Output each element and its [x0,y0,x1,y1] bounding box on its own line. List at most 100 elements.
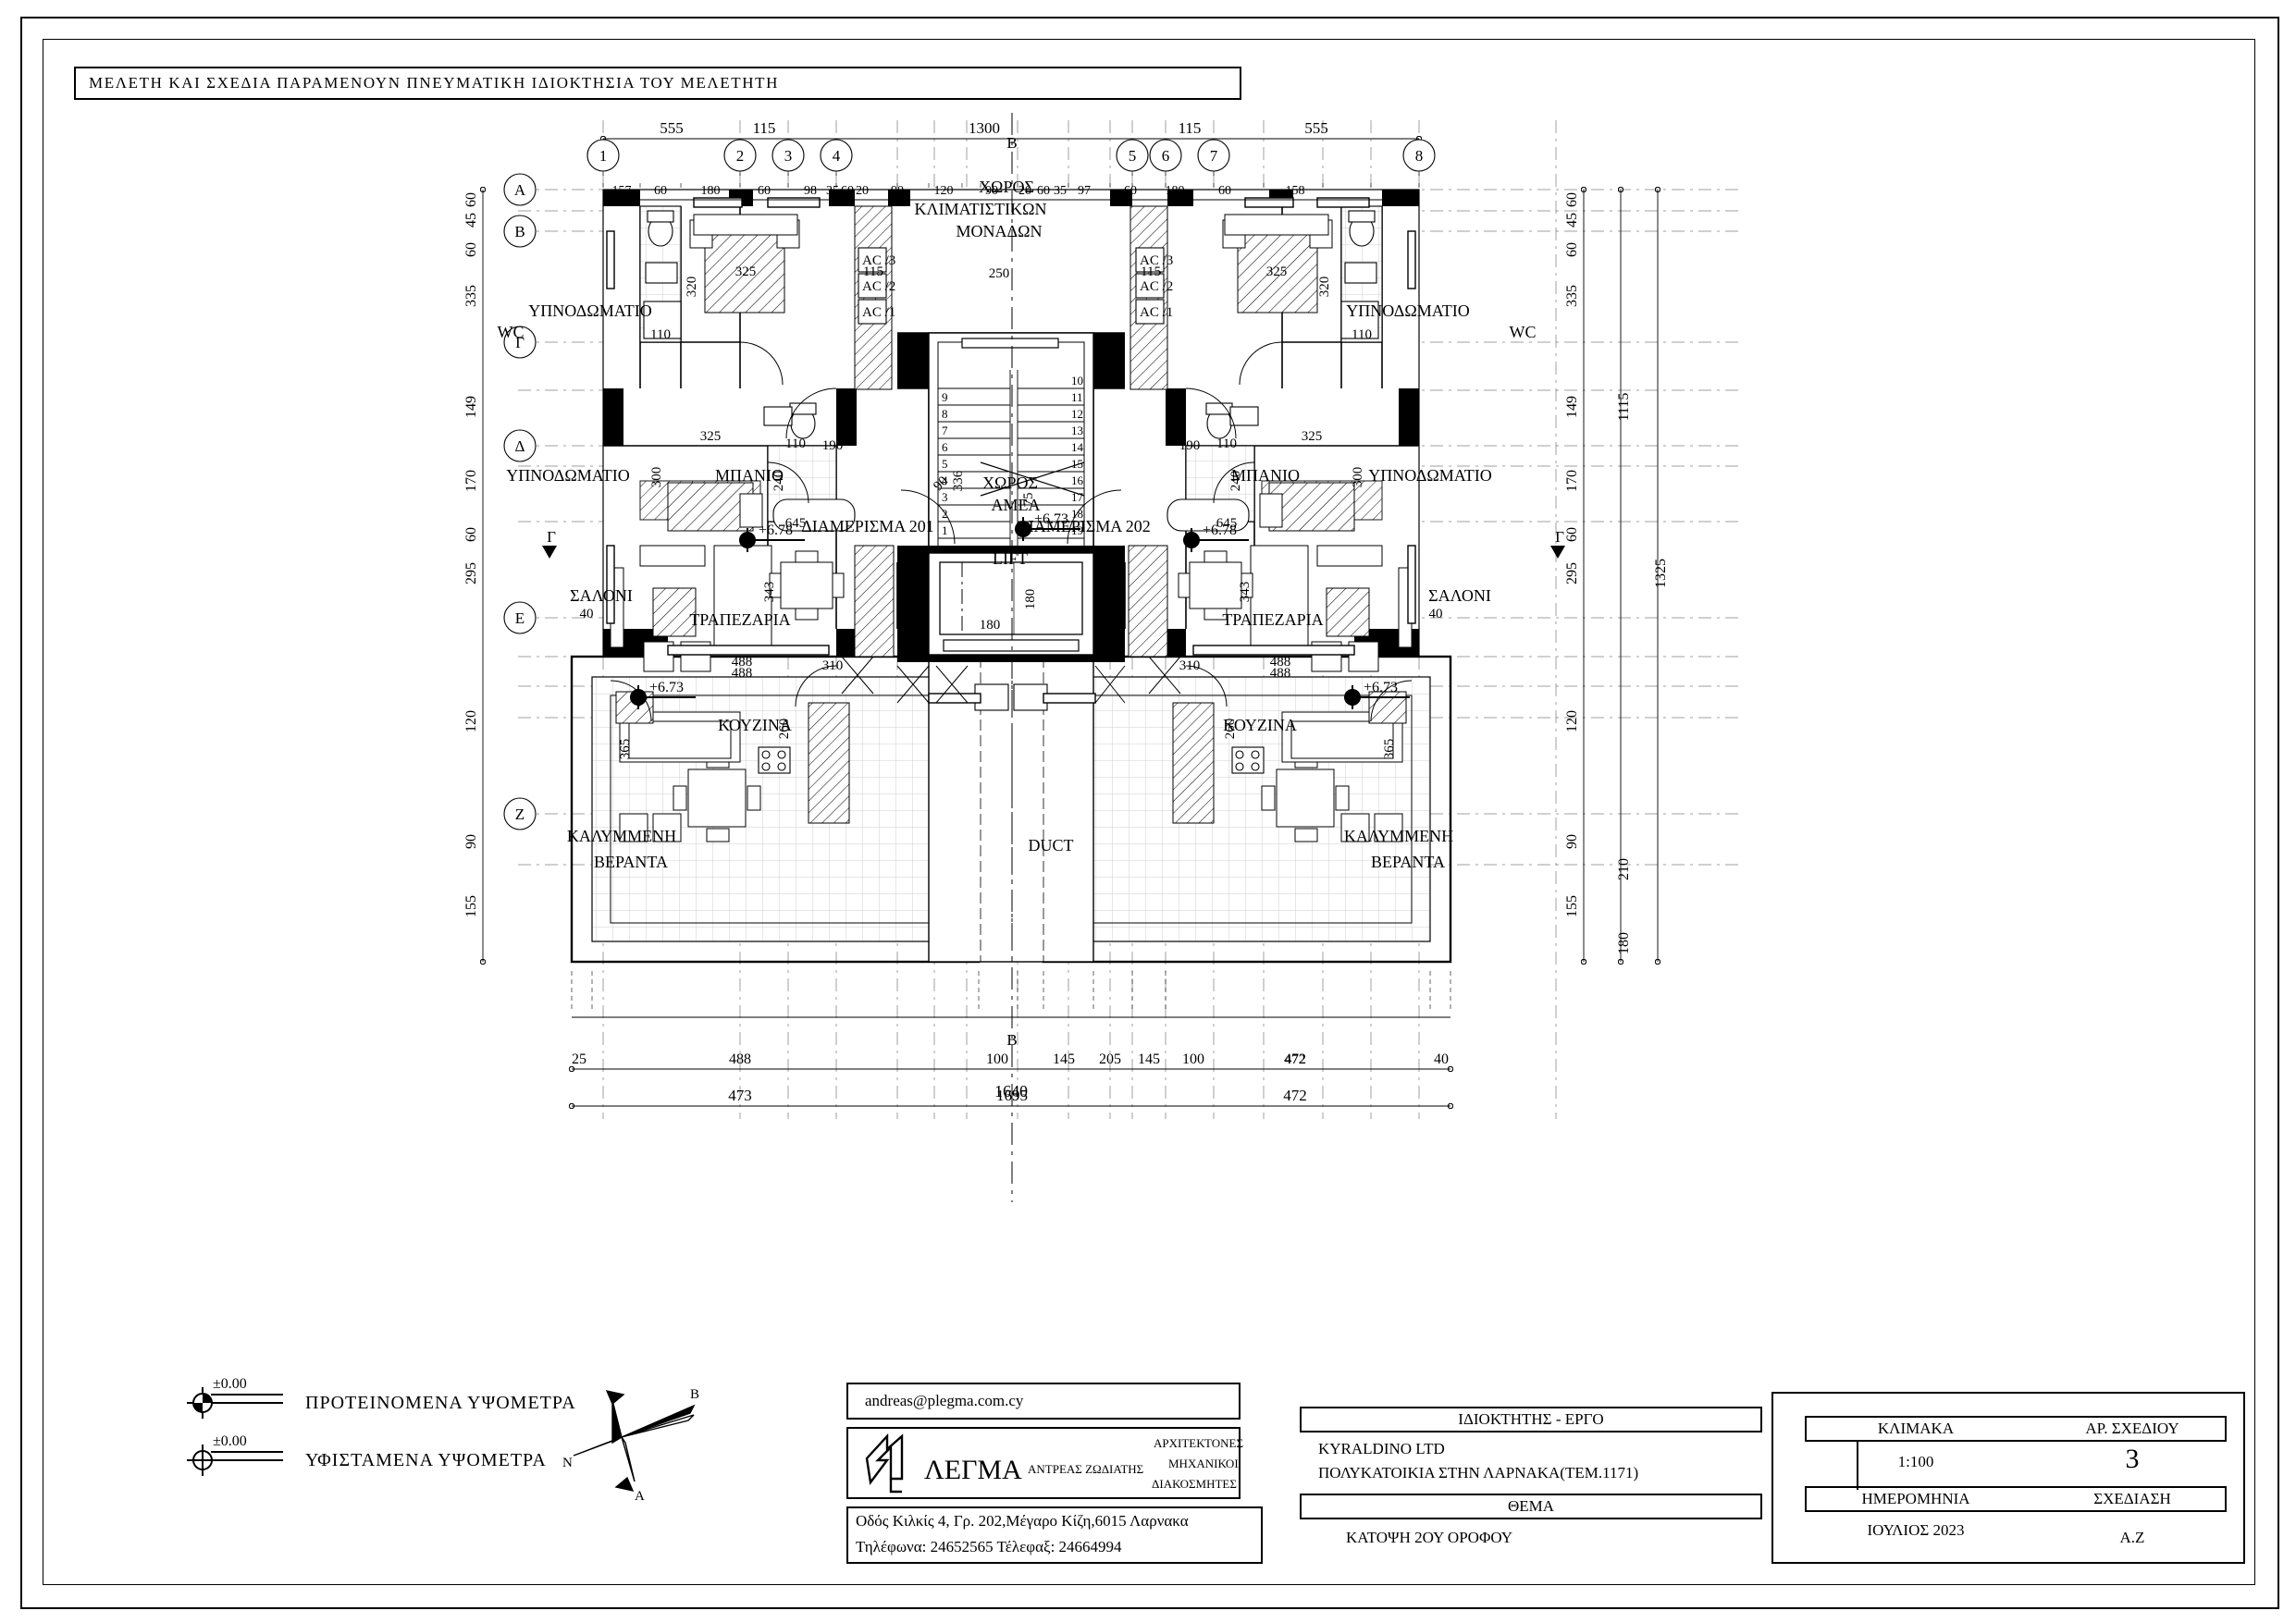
dimension-text: 325 [700,429,722,444]
room-label: ΣΑΛΟΝΙ [570,586,633,605]
stair-number: 19 [1071,523,1083,537]
room-label: ΧΩΡΟΣ [979,178,1034,196]
dimension-text: 40 [1429,607,1443,621]
dimension-text: 1115 [1616,393,1632,422]
stair-number: 2 [942,507,948,521]
dimension-text: 60 [1564,192,1580,207]
dimension-text: 488 [729,1051,751,1067]
drawn-header-text: ΣΧΕΔΙΑΣΗ [2093,1490,2171,1507]
dimension-text: 325 [1302,429,1323,444]
owner-header-box [1300,1407,1762,1432]
email-box [846,1383,1241,1420]
copyright-notice-box: ΜΕΛΕΤΗ ΚΑΙ ΣΧΕΔΙΑ ΠΑΡΑΜΕΝΟΥΝ ΠΝΕΥΜΑΤΙΚΗ … [74,67,1241,100]
subject-header-text: ΘΕΜΑ [1507,1497,1555,1515]
stair-number: 7 [942,424,948,437]
stair-number: 6 [942,440,948,454]
dimension-text: 180 [1023,589,1038,610]
ac-tag: AC /1 [862,305,895,320]
dimension-text: 1695 [996,1087,1028,1104]
sheet-frame-outer [20,17,2279,1609]
dimension-text: 90 [463,834,479,849]
firm-person-text: ΑΝΤΡΕΑΣ ΖΩΔΙΑΤΗΣ [1028,1462,1144,1476]
legend-label-existing: ΥΦΙΣΤΑΜΕΝΑ ΥΨΟΜΕΤΡΑ [305,1449,547,1470]
date-value-text: ΙΟΥΛΙΟΣ 2023 [1867,1521,1965,1539]
stair-number: 15 [1071,457,1083,471]
dimension-text: 295 [1564,562,1580,584]
dimension-text: 488 [732,666,753,681]
dimension-text: 60 [841,184,854,198]
legend-label-proposed: ΠΡΟΤΕΙΝΟΜΕΝΑ ΥΨΟΜΕΤΡΑ [305,1392,576,1413]
svg-text:B: B [514,223,525,240]
dimension-text: 1300 [969,119,1000,137]
dimension-text: 343 [762,582,777,603]
svg-text:Γ: Γ [547,528,556,546]
dimension-text: 488 [1270,655,1291,670]
room-label: ΜΠΑΝΙΟ [715,466,784,485]
dimension-text: 110 [785,436,806,451]
dimension-text: 473 [728,1087,752,1104]
dimension-text: 325 [1266,264,1288,279]
subject-value-text: ΚΑΤΟΨΗ 2ΟΥ ΟΡΟΦΟΥ [1346,1529,1513,1546]
room-label: ΒΕΡΑΝΤΑ [594,853,668,871]
room-label: DUCT [1029,836,1074,855]
ac-tag: AC /2 [1140,279,1173,294]
dimension-text: 240 [772,471,786,492]
dimension-text: 336 [951,470,966,491]
dimension-text: 60 [1564,242,1580,257]
scale-value-text: 1:100 [1897,1453,1934,1470]
stair-number: 16 [1071,473,1084,487]
sheet-frame-inner [43,39,2255,1585]
dimension-text: 488 [1270,666,1291,681]
dimension-text: 100 [986,1051,1008,1067]
svg-text:Γ: Γ [515,334,525,351]
stair-number: 9 [942,390,948,404]
address-text: Οδός Κιλκίς 4, Γρ. 202,Μέγαρο Κίζη,6015 … [856,1512,1189,1530]
dimension-text: 60 [1218,184,1231,198]
north-arrow: B N A [555,1378,703,1507]
stair-number: 5 [942,457,948,471]
svg-text:A: A [514,181,526,199]
dimension-text: 320 [1317,277,1332,298]
dimension-text: 40 [1434,1051,1449,1067]
dimension-text: 260 [777,719,792,740]
owner-header-text: ΙΔΙΟΚΤΗΤΗΣ - ΕΡΓΟ [1458,1410,1604,1428]
svg-text:+6.78: +6.78 [759,523,793,538]
firm-logo-box [846,1427,1241,1499]
room-label: ΥΠΝΟΔΩΜΑΤΙΟ [1368,466,1492,485]
ac-tag: AC /3 [862,253,895,268]
dimension-text: 120 [463,710,479,732]
owner-line1-text: KYRALDINO LTD [1318,1440,1445,1457]
overall-right-dimension: 1325 [1653,559,1669,588]
dimension-text: 20 [1018,184,1031,198]
room-label: WC [1510,323,1537,341]
dimension-text: 205 [1099,1051,1121,1067]
owner-line2-text: ΠΟΛΥΚΑΤΟΙΚΙΑ ΣΤΗΝ ΛΑΡΝΑΚΑ(ΤΕΜ.1171) [1318,1464,1639,1482]
ac-tag: AC /2 [862,279,895,294]
phones-text: Τηλέφωνα: 24652565 Τέλεφαξ: 24664994 [856,1538,1122,1555]
dimension-text: 115 [863,264,883,279]
legend-item-existing: ±0.00 ΥΦΙΣΤΑΜΕΝΑ ΥΨΟΜΕΤΡΑ [185,1433,547,1476]
dimension-text: 180 [1616,932,1632,954]
hollow-level-marker-icon: ±0.00 [185,1433,287,1476]
room-label: ΚΑΛΥΜΜΕΝΗ [567,827,676,845]
scale-drawingno-header-box [1805,1416,2227,1442]
svg-text:2: 2 [736,147,745,165]
dimension-text: 190 [1179,438,1201,453]
dimension-text: 149 [1564,396,1580,418]
scale-header-text: ΚΛΙΜΑΚΑ [1877,1420,1955,1437]
svg-text:B: B [1006,134,1017,152]
dimension-text: 295 [463,562,479,584]
svg-text:3: 3 [784,147,793,165]
stair-number: 4 [942,473,948,487]
room-label: ΤΡΑΠΕΖΑΡΙΑ [689,610,790,629]
room-label: ΥΠΝΟΔΩΜΑΤΙΟ [528,301,652,320]
stair-number: 17 [1071,490,1084,504]
stair-number: 13 [1071,424,1083,437]
svg-text:5: 5 [1129,147,1137,165]
dimension-text: 100 [1182,1051,1204,1067]
